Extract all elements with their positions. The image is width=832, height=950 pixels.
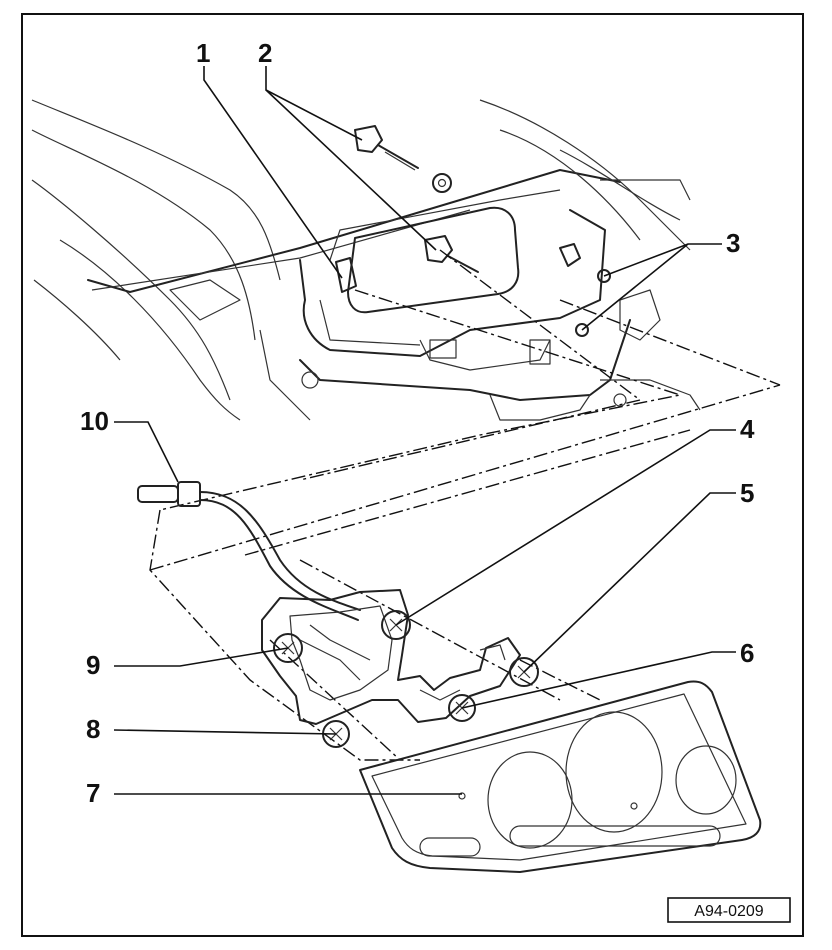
- callout-6: 6: [740, 638, 754, 668]
- retaining-clip: [335, 257, 357, 293]
- diagram-frame: [21, 13, 804, 937]
- callout-4: 4: [740, 414, 755, 444]
- callout-7: 7: [86, 778, 100, 808]
- callout-1: 1: [196, 38, 210, 68]
- leader-lines: [113, 66, 736, 795]
- callout-9: 9: [86, 650, 100, 680]
- callout-8: 8: [86, 714, 100, 744]
- vehicle-body-panel: [31, 99, 701, 421]
- nut-right: [575, 269, 611, 337]
- bulb-carrier: [261, 589, 521, 725]
- figure-reference-label: A94-0209: [694, 903, 763, 920]
- tail-light-lens: [359, 680, 762, 873]
- bolt-upper: [354, 125, 419, 171]
- nut-upper-left: [432, 173, 452, 193]
- lamp-opening: [347, 206, 520, 314]
- figure-reference: A94-0209: [667, 897, 791, 923]
- clip-right: [559, 243, 581, 267]
- callout-2: 2: [258, 38, 272, 68]
- callout-5: 5: [740, 478, 754, 508]
- callout-10: 10: [80, 406, 109, 436]
- callout-3: 3: [726, 228, 740, 258]
- bolt-lower: [424, 235, 479, 273]
